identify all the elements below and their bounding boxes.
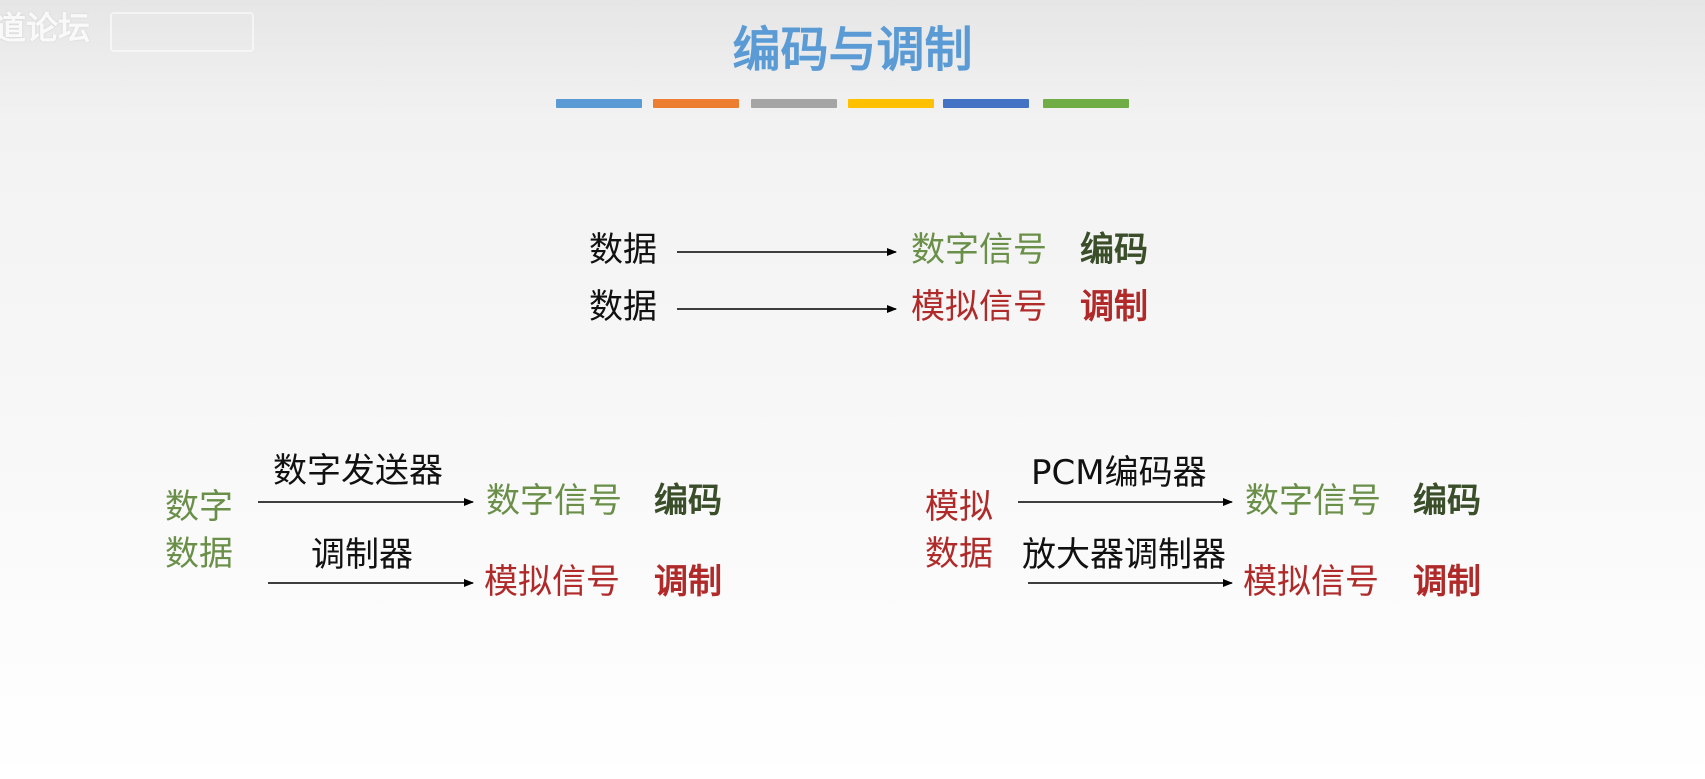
right-source-line1: 模拟 [925,487,993,527]
color-bar-segment [1043,99,1129,108]
right-lower-method: 调制 [1413,562,1481,602]
top-row2-target: 模拟信号 [911,287,1047,327]
color-bar-segment [653,99,739,108]
left-source-line1: 数字 [165,487,233,527]
left-lower-device: 调制器 [311,535,413,575]
right-upper-device: PCM编码器 [1031,453,1207,493]
right-source-line2: 数据 [925,534,993,574]
color-bar-segment [751,99,837,108]
top-row1-source: 数据 [589,230,657,270]
slide-title: 编码与调制 [732,22,973,78]
watermark: 道论坛 [0,9,91,47]
top-row1-method: 编码 [1080,230,1148,270]
top-row2-method: 调制 [1080,287,1148,327]
left-lower-target: 模拟信号 [484,562,620,602]
color-bar-segment [848,99,934,108]
watermark-logo [110,12,254,52]
right-lower-device: 放大器调制器 [1022,535,1226,575]
top-row2-source: 数据 [589,287,657,327]
right-upper-method: 编码 [1413,481,1481,521]
left-lower-method: 调制 [654,562,722,602]
right-upper-target: 数字信号 [1245,481,1381,521]
right-lower-target: 模拟信号 [1243,562,1379,602]
color-bar-segment [556,99,642,108]
left-upper-method: 编码 [654,481,722,521]
top-row1-target: 数字信号 [911,230,1047,270]
color-bar-segment [943,99,1029,108]
left-upper-target: 数字信号 [486,481,622,521]
left-source-line2: 数据 [165,534,233,574]
left-upper-device: 数字发送器 [273,451,443,491]
